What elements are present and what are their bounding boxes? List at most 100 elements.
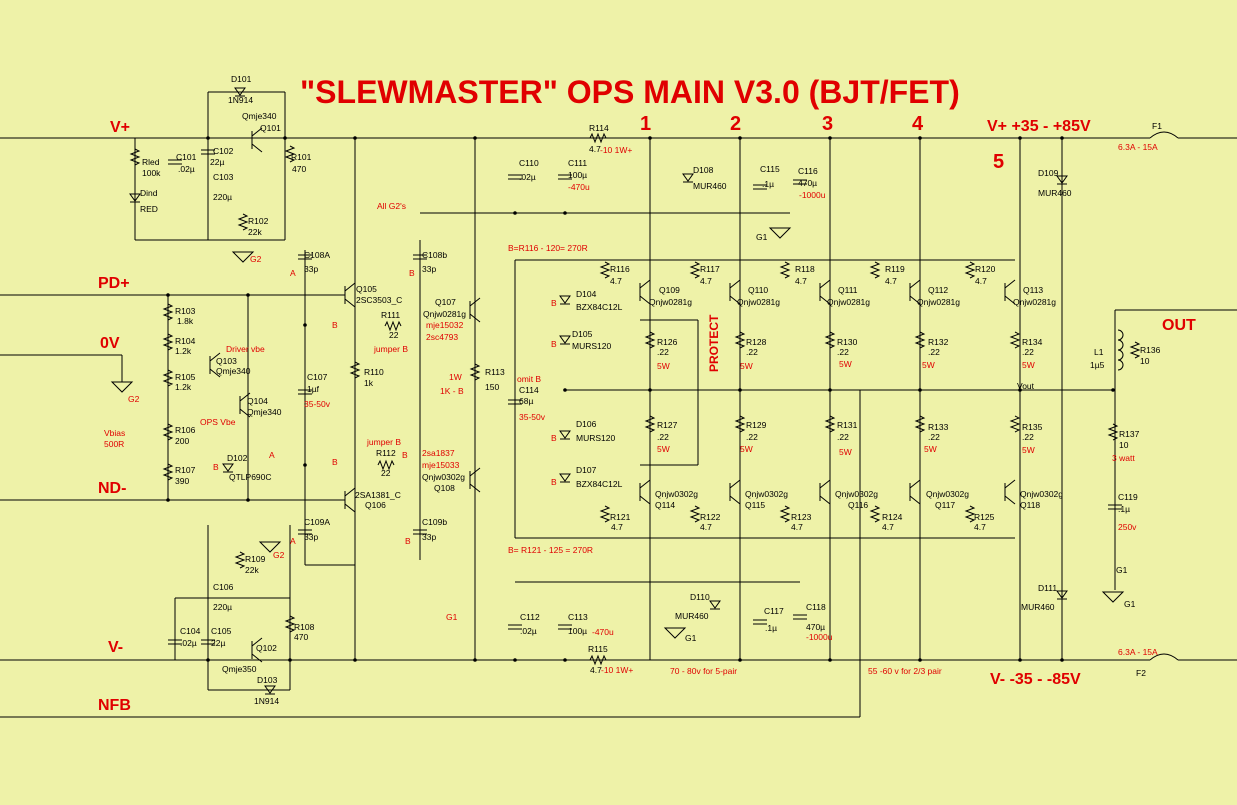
resistor-symbol: [644, 415, 656, 433]
component-label: 5W: [1022, 445, 1035, 455]
capacitor-symbol: [1108, 504, 1122, 510]
component-label: B: [402, 450, 408, 460]
component-label: 33p: [304, 264, 318, 274]
pair-number-4: 4: [912, 113, 924, 135]
component-label: Q116: [848, 500, 868, 510]
component-label: 470: [292, 164, 306, 174]
wire-junction: [828, 388, 832, 392]
component-label: 4.7: [974, 522, 986, 532]
component-label: 5W: [922, 360, 935, 370]
component-label: 1k: [364, 378, 374, 388]
component-label: B: [551, 298, 557, 308]
component-label: L1: [1094, 347, 1104, 357]
component-label: Q104: [247, 396, 268, 406]
ground-label-g2-input: G2: [128, 394, 140, 404]
fuse-f1: [1149, 131, 1179, 139]
component-label: mje15032: [426, 320, 464, 330]
rail-label-out: OUT: [1162, 317, 1196, 334]
component-label: Q103: [216, 356, 237, 366]
diode-symbol: [1056, 590, 1068, 600]
component-label: 5W: [839, 447, 852, 457]
component-label: Q113: [1023, 285, 1043, 295]
component-label: .02µ: [520, 626, 537, 636]
wire-junction: [918, 136, 922, 140]
component-label: Q114: [655, 500, 675, 510]
component-label: mje15033: [422, 460, 460, 470]
resistor-symbol: [599, 505, 611, 523]
component-label: R115: [588, 644, 608, 654]
component-label: Qnjw0281g: [827, 297, 870, 307]
component-label: C101: [176, 152, 197, 162]
component-label: R135: [1022, 422, 1043, 432]
capacitor-symbol: [793, 179, 807, 185]
ground-label-g1-top: G1: [756, 232, 768, 242]
component-label: 150: [485, 382, 499, 392]
component-label: Qnjw0302g: [835, 489, 878, 499]
capacitor-symbol: [413, 529, 427, 535]
component-label: R125: [974, 512, 995, 522]
component-label: 1.8k: [177, 316, 194, 326]
ground-symbol-g1-mid: [663, 627, 687, 639]
component-label: C108b: [422, 250, 447, 260]
component-label: R112: [376, 448, 396, 458]
schematic-title: "SLEWMASTER" OPS MAIN V3.0 (BJT/FET): [300, 74, 960, 110]
component-label: Q105: [356, 284, 377, 294]
component-label: 22k: [245, 565, 259, 575]
capacitor-symbol: [168, 639, 182, 645]
resistor-symbol: [377, 459, 395, 471]
component-label: R114: [589, 123, 609, 133]
capacitor-symbol: [793, 614, 807, 620]
component-label: R108: [294, 622, 315, 632]
diode-symbol: [709, 600, 721, 610]
component-label: 22: [389, 330, 399, 340]
rail-label-nd: ND-: [98, 480, 126, 497]
component-label: R103: [175, 306, 196, 316]
component-label: 220µ: [213, 192, 232, 202]
transistor-symbol: [209, 352, 221, 378]
component-label: -10 1W+: [600, 145, 632, 155]
component-label: 22k: [248, 227, 262, 237]
resistor-symbol: [964, 261, 976, 279]
vminus-range-label: V- -35 - -85V: [990, 671, 1081, 688]
ground-symbol-g2-bottom: [258, 541, 282, 553]
pair-number-1: 1: [640, 113, 651, 135]
resistor-symbol: [469, 363, 481, 381]
component-label: Q108: [434, 483, 455, 493]
component-label: R136: [1140, 345, 1161, 355]
component-label: .02µ: [180, 638, 197, 648]
component-label: 1.2k: [175, 382, 192, 392]
component-label: Qmje350: [222, 664, 257, 674]
resistor-symbol: [162, 463, 174, 481]
component-label: R122: [700, 512, 721, 522]
component-label: R111: [381, 310, 400, 320]
fuse-f1-label: F1: [1152, 121, 1162, 131]
component-label: 5W: [740, 444, 753, 454]
component-label: .22: [657, 347, 669, 357]
component-label: 68µ: [519, 396, 533, 406]
component-label: 2SC3503_C: [356, 295, 402, 305]
component-label: Qnjw0281g: [737, 297, 780, 307]
capacitor-symbol: [753, 184, 767, 190]
component-label: A: [290, 536, 296, 546]
component-label: 200: [175, 436, 189, 446]
component-label: R104: [175, 336, 196, 346]
note-b-top: B=R116 - 120= 270R: [508, 243, 588, 253]
diode-symbol: [559, 430, 571, 440]
component-label: C106: [213, 582, 234, 592]
pair-number-5: 5: [993, 151, 1004, 173]
component-label: B: [551, 477, 557, 487]
component-label: .02µ: [178, 164, 195, 174]
component-label: 250v: [1118, 522, 1137, 532]
transistor-symbol: [1004, 479, 1016, 505]
resistor-symbol: [162, 303, 174, 321]
resistor-symbol: [1129, 341, 1141, 359]
resistor-symbol: [779, 505, 791, 523]
component-label: .22: [837, 347, 849, 357]
component-label: Q117: [935, 500, 955, 510]
wire-junction: [1060, 658, 1064, 662]
ground-label-g1-out: G1: [1116, 565, 1128, 575]
component-label: 100k: [142, 168, 161, 178]
component-label: 33p: [304, 532, 318, 542]
note-b-bottom: B= R121 - 125 = 270R: [508, 545, 593, 555]
note-driver-vbe: Driver vbe: [226, 344, 265, 354]
